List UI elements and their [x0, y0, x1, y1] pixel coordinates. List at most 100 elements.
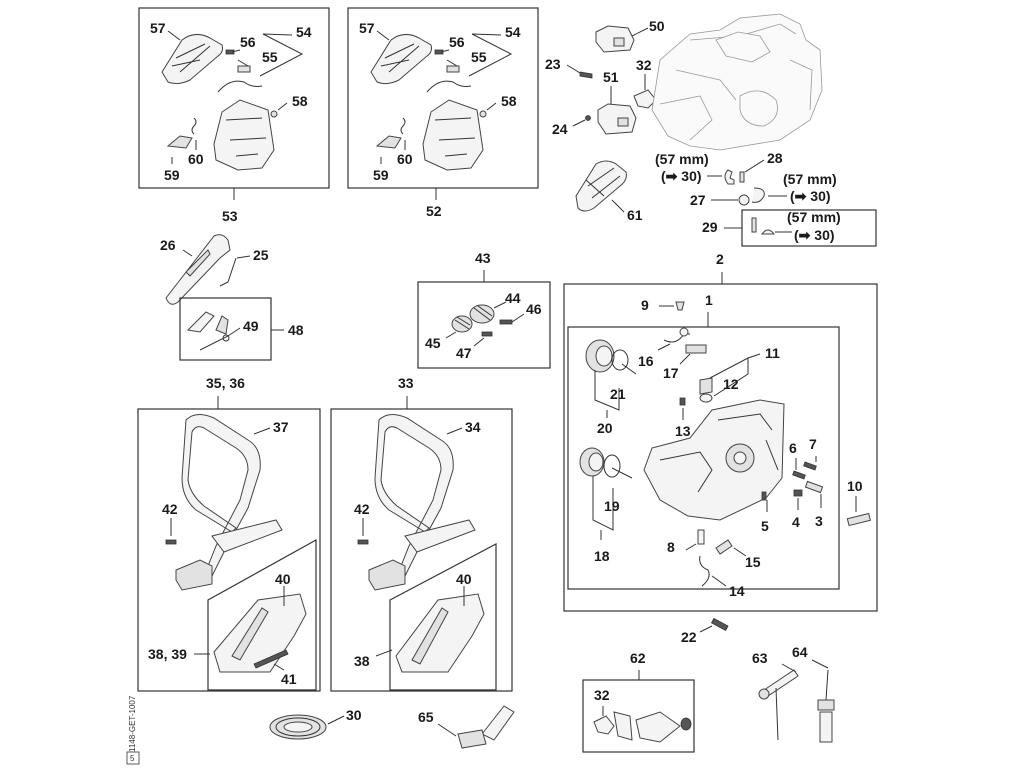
- callout-43: 43: [475, 250, 491, 266]
- part-14-hose-icon: [699, 555, 710, 587]
- group-48-box: [179, 297, 272, 361]
- part-54-wiring-icon: [426, 80, 472, 93]
- part-29-valve-icon: [751, 217, 757, 233]
- part-37-handlebar-icon: [175, 414, 283, 591]
- group-1-box: [567, 326, 840, 590]
- engine-assembly-icon: [651, 13, 823, 151]
- part-32-gasket-icon: [633, 89, 657, 109]
- callout-9: 9: [641, 297, 649, 313]
- part-62-diaphragm-icon: [635, 711, 681, 743]
- callout-12: 12: [723, 376, 739, 392]
- part-4-screw-icon: [793, 489, 803, 497]
- part-62-seal-icon: [680, 717, 692, 731]
- group-38-box: [389, 543, 497, 691]
- callout-59: 59: [164, 167, 180, 183]
- part-10-stud-icon: [846, 512, 872, 527]
- part-57-filter-cover-icon: [161, 34, 223, 85]
- part-38-cover-icon: [395, 593, 485, 673]
- part-51-carburettor-icon: [597, 103, 637, 135]
- callout-54: 54: [296, 24, 312, 40]
- part-11-cap-icon: [699, 377, 713, 395]
- callout-42: 42: [162, 501, 178, 517]
- part-27-filter-icon: [738, 194, 750, 206]
- part-26-slot-icon: [185, 249, 211, 277]
- callout-37: 37: [273, 419, 289, 435]
- part-9-plug-icon: [675, 301, 685, 311]
- part-hose-elbow-icon: [724, 169, 735, 185]
- callout-52: 52: [426, 203, 442, 219]
- callout-57: 57: [150, 20, 166, 36]
- callout-57: 57: [359, 20, 375, 36]
- callout-29: 29: [702, 219, 718, 235]
- callout-21: 21: [610, 386, 626, 402]
- part-29-cap-icon: [760, 229, 776, 235]
- group-52-box: [347, 7, 539, 189]
- carburettor-area: 50 23 51 24 32 61: [545, 18, 665, 223]
- callout-44: 44: [505, 290, 521, 306]
- hose-note-1-ref: (➡ 30): [661, 168, 702, 184]
- callout-17: 17: [663, 365, 679, 381]
- callout-5: 5: [761, 518, 769, 534]
- hose-note-3-ref: (➡ 30): [794, 227, 835, 243]
- part-63-combination-wrench-icon: [758, 669, 799, 741]
- group-2-box: [563, 283, 878, 612]
- callout-20: 20: [597, 420, 613, 436]
- callout-33: 33: [398, 375, 414, 391]
- part-7-stud-icon: [803, 461, 817, 471]
- callout-7: 7: [809, 436, 817, 452]
- callout-4: 4: [792, 514, 800, 530]
- part-28-connector-icon: [739, 171, 745, 183]
- part-62-gasket-icon: [613, 711, 633, 741]
- part-57-filter-cover-icon: [370, 34, 432, 85]
- callout-40: 40: [275, 571, 291, 587]
- group-38-39-box: [207, 538, 317, 691]
- callout-41: 41: [281, 671, 297, 687]
- callout-32: 32: [636, 57, 652, 73]
- part-32-gasket-icon: [593, 715, 615, 735]
- part-21-oring-icon: [611, 349, 629, 371]
- callout-62: 62: [630, 650, 646, 666]
- part-58-grommet-icon: [479, 110, 487, 118]
- part-55-plug-icon: [237, 65, 251, 73]
- callout-58: 58: [501, 93, 517, 109]
- callout-59: 59: [373, 167, 389, 183]
- callout-27: 27: [690, 192, 706, 208]
- drawing-code-text: 1148-GET-1007: [128, 695, 137, 752]
- group-43: 43 44 46 45 47: [417, 250, 551, 369]
- part-41-decal-icon: [253, 649, 289, 669]
- part-12-seal-icon: [699, 393, 713, 403]
- crankcase-icon: [643, 399, 785, 521]
- part-26-handle-icon: [165, 234, 231, 305]
- callout-58: 58: [292, 93, 308, 109]
- part-15-valve-icon: [715, 539, 733, 555]
- group-43-box: [417, 281, 551, 369]
- callout-40: 40: [456, 571, 472, 587]
- part-19-oring-icon: [603, 454, 621, 478]
- callout-10: 10: [847, 478, 863, 494]
- callout-6: 6: [789, 440, 797, 456]
- callout-51: 51: [603, 69, 619, 85]
- callout-49: 49: [243, 318, 259, 334]
- callout-53: 53: [222, 208, 238, 224]
- callout-23: 23: [545, 56, 561, 72]
- group-33-box: [330, 408, 513, 692]
- drawing-code: 1148-GET-1007 5: [126, 695, 140, 765]
- group-2: 2 9 1 21 20 16 17 11: [563, 251, 878, 612]
- callout-54: 54: [505, 24, 521, 40]
- callout-55: 55: [262, 49, 278, 65]
- part-6-stud-icon: [792, 470, 806, 480]
- callout-19: 19: [604, 498, 620, 514]
- group-62: 62 32: [582, 650, 695, 753]
- part-60-spring-icon: [400, 117, 406, 135]
- callout-60: 60: [397, 151, 413, 167]
- part-17-pickup-icon: [685, 344, 707, 354]
- callout-22: 22: [681, 629, 697, 645]
- hose-note-2-size: (57 mm): [783, 171, 837, 187]
- callout-56: 56: [240, 34, 256, 50]
- part-5-screw-icon: [761, 491, 767, 501]
- callout-15: 15: [745, 554, 761, 570]
- part-60-spring-icon: [191, 117, 197, 135]
- callout-24: 24: [552, 121, 568, 137]
- callout-63: 63: [752, 650, 768, 666]
